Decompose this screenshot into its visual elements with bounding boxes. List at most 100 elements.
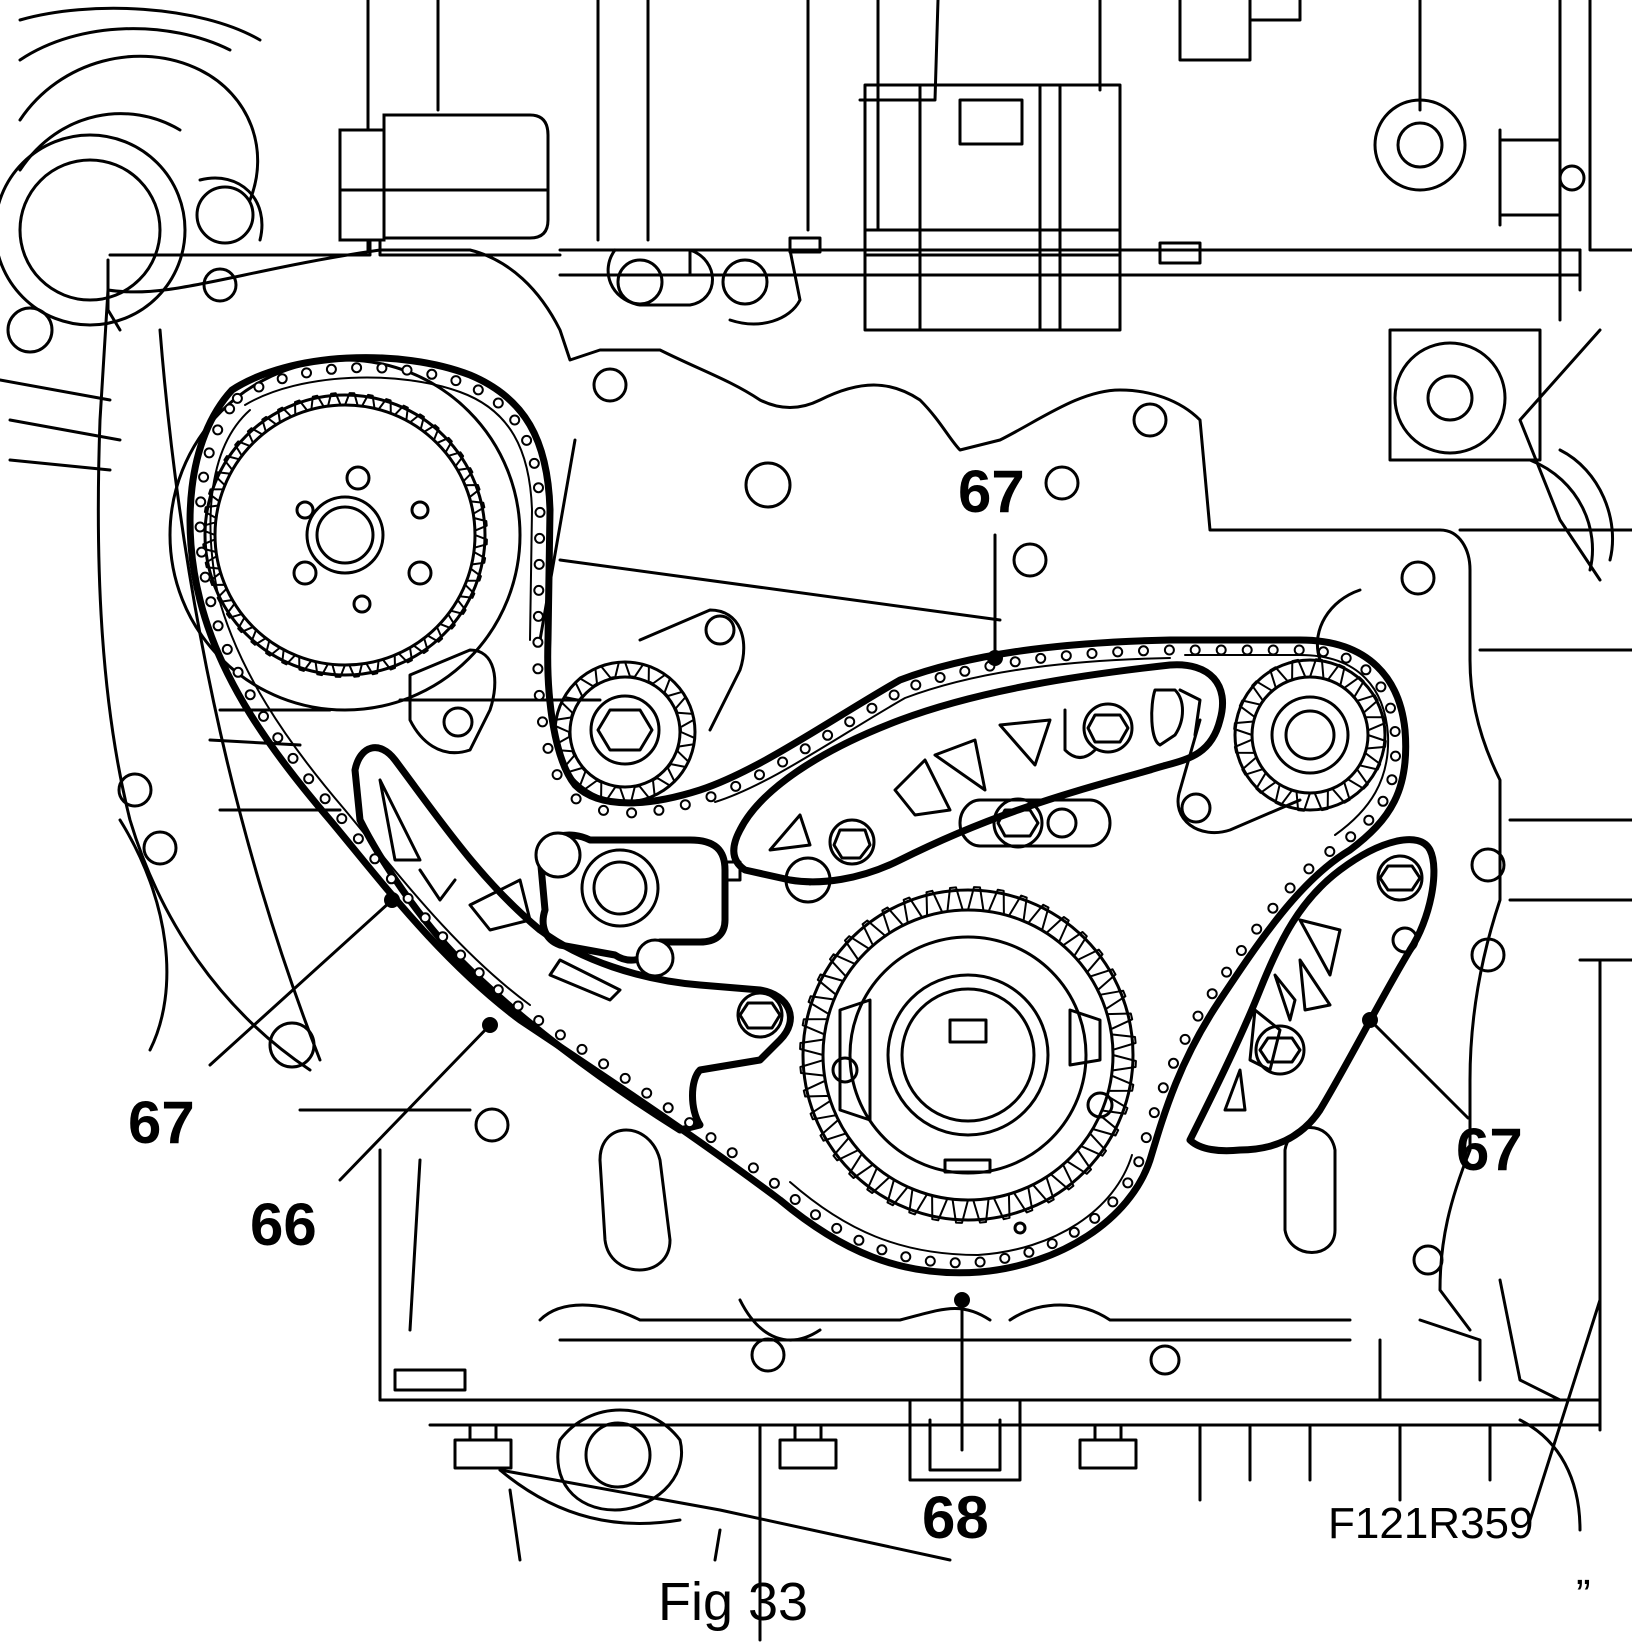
chain-link-pin xyxy=(999,1252,1011,1264)
sprocket-teeth xyxy=(202,392,488,678)
chain-link-pin xyxy=(196,546,208,558)
chain-link-pin xyxy=(533,482,544,494)
chain-link-pin xyxy=(336,813,348,825)
chain-link-pin xyxy=(653,804,665,816)
callout-dot xyxy=(384,892,400,908)
chain-link-pin xyxy=(1267,644,1279,656)
drawing-code: F121R359 xyxy=(1328,1499,1533,1548)
callout-dot xyxy=(987,650,1003,666)
callout-66: 66 xyxy=(250,1191,317,1258)
chain-link-pin xyxy=(1089,1212,1101,1224)
chain-link-pin xyxy=(533,1015,545,1026)
chain-link-pin xyxy=(1009,656,1021,668)
chain-link-pin xyxy=(276,373,288,385)
chain-link-pin xyxy=(533,689,545,701)
chain-link-pin xyxy=(402,892,414,904)
chain-link-pin xyxy=(551,769,563,781)
chain-link-pin xyxy=(221,643,233,655)
chain-link-pin xyxy=(747,1162,759,1174)
chain-link-pin xyxy=(437,931,449,943)
chain-link-pin xyxy=(570,793,582,805)
chain-link-pin xyxy=(1284,882,1296,894)
chain-link-pin xyxy=(1157,1082,1169,1094)
figure-caption: Fig 33 xyxy=(658,1572,808,1632)
chain-link-pin xyxy=(910,679,922,691)
chain-link-pin xyxy=(1023,1246,1035,1258)
chain-link-pin xyxy=(212,424,224,436)
chain-link-pin xyxy=(521,434,533,446)
chain-link-pin xyxy=(301,367,312,379)
chain-guide-left xyxy=(351,744,794,1134)
chain-link-pin xyxy=(534,532,546,544)
chain-link-pin xyxy=(1107,1196,1119,1208)
chain-link-pin xyxy=(619,1072,631,1084)
chain-link-pin xyxy=(1377,795,1389,807)
chain-link-pin xyxy=(492,984,504,996)
chain-link-pin xyxy=(205,596,217,608)
chain-link-pin xyxy=(303,773,315,785)
chain-link-pin xyxy=(198,471,210,483)
chain-link-pin xyxy=(203,447,215,459)
chain-link-pin xyxy=(512,1000,524,1012)
chain-link-pin xyxy=(542,742,554,754)
chain-link-pin xyxy=(258,710,269,722)
chain-link-pin xyxy=(844,716,856,728)
chain-link-pin xyxy=(576,1043,588,1055)
chain-link-pin xyxy=(1046,1238,1058,1250)
chain-link-pin xyxy=(900,1251,912,1263)
chain-link-pin xyxy=(1293,644,1305,656)
chain-link-pin xyxy=(1340,652,1352,664)
chain-link-pin xyxy=(534,506,546,518)
chain-link-pin xyxy=(1324,846,1336,857)
chain-link-pin xyxy=(866,702,878,714)
chain-link-pin xyxy=(212,620,224,632)
chain-link-pin xyxy=(1112,646,1124,658)
chain-link-pin xyxy=(473,967,485,979)
chain-link-pin xyxy=(1317,646,1329,658)
chain-link-pin xyxy=(1389,726,1401,737)
chain-link-pin xyxy=(1060,650,1072,662)
sprocket-teeth xyxy=(554,661,696,803)
chain-link-pin xyxy=(598,1058,610,1070)
chain-link-pin xyxy=(754,769,765,781)
chain-link-pin xyxy=(492,397,504,409)
chain-link-pin xyxy=(730,780,742,792)
chain-link-pin xyxy=(528,457,540,469)
chain-link-pin xyxy=(799,743,811,755)
chain-link-pin xyxy=(822,729,834,741)
chain-link-pin xyxy=(1140,1132,1152,1144)
chain-link-pin xyxy=(1206,988,1218,1000)
chain-link-pin xyxy=(1360,664,1372,676)
chain-link-pin xyxy=(385,873,397,885)
chain-link-pin xyxy=(831,1222,843,1234)
chain-link-pin xyxy=(455,949,467,961)
chain-link-pin xyxy=(401,364,413,376)
chain-link-pin xyxy=(199,571,211,583)
callout-dot xyxy=(954,1292,970,1308)
chain-link-pin xyxy=(231,392,243,404)
drawing-mark: „ xyxy=(1576,1545,1591,1594)
chain-link-pin xyxy=(426,368,438,380)
chain-link-pin xyxy=(1390,750,1401,762)
chain-link-pin xyxy=(949,1257,961,1269)
chain-link-pin xyxy=(472,384,484,396)
chain-link-pin xyxy=(726,1147,738,1159)
chain-link-pin xyxy=(1138,645,1149,657)
chain-link-pin xyxy=(1386,774,1398,786)
chain-link-pin xyxy=(195,496,207,508)
chain-link-pin xyxy=(1375,681,1387,693)
chain-link-pin xyxy=(369,853,381,865)
chain-guide-right xyxy=(1186,836,1438,1155)
chain-link-pin xyxy=(194,521,206,533)
chain-link-pin xyxy=(319,793,331,805)
chain-link-pin xyxy=(272,732,284,744)
chain-link-pin xyxy=(1179,1033,1191,1045)
callout-dot xyxy=(1362,1012,1378,1028)
chain-link-pin xyxy=(1241,644,1253,656)
chain-guide-upper xyxy=(730,661,1227,886)
chain-link-pin xyxy=(684,1117,696,1129)
chain-link-pin xyxy=(1215,644,1227,656)
chain-link-pin xyxy=(532,636,544,648)
chain-link-pin xyxy=(1345,831,1357,843)
